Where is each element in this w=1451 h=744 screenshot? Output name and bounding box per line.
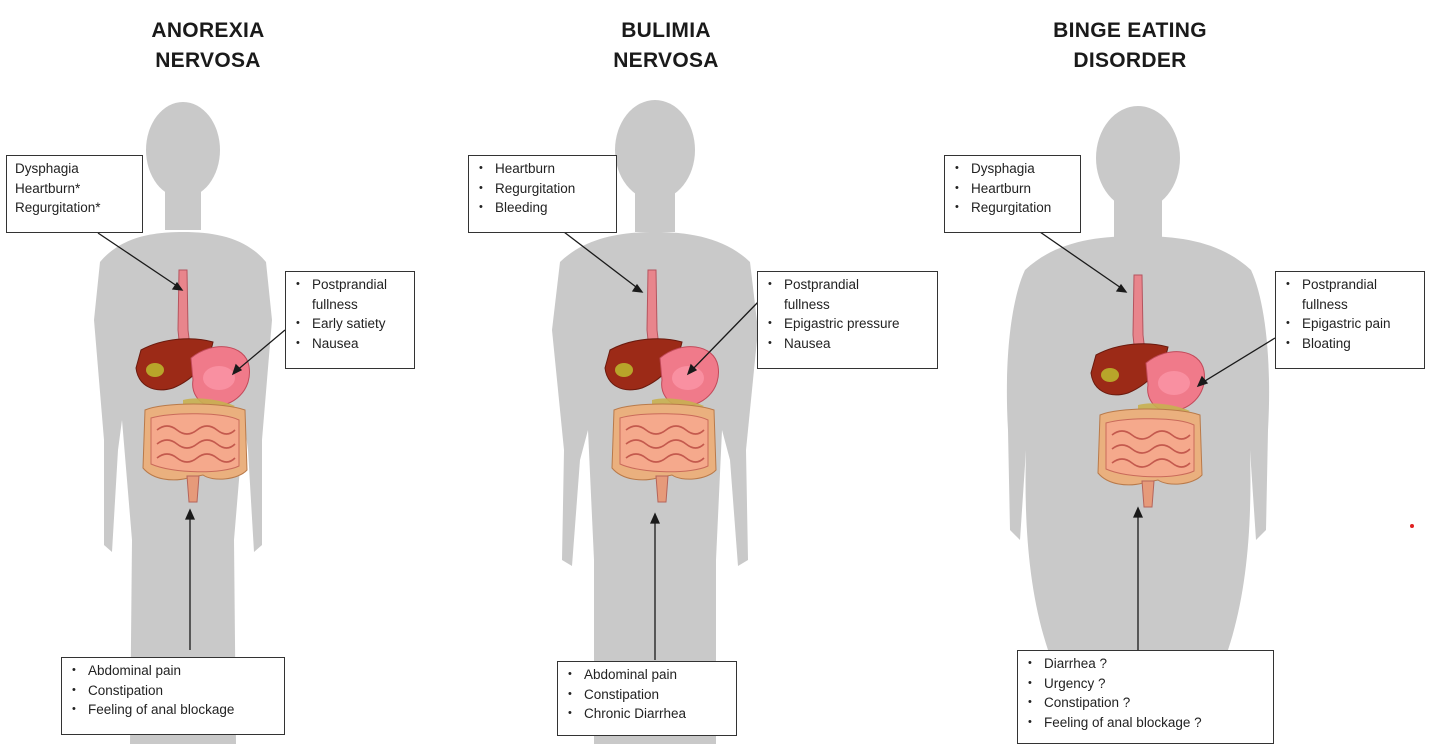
symptom-box-stomach-anorexia: Postprandial fullness Early satiety Naus… bbox=[285, 271, 415, 369]
symptom-box-lower-binge: Diarrhea ? Urgency ? Constipation ? Feel… bbox=[1017, 650, 1274, 744]
symptom-item: Feeling of anal blockage ? bbox=[1026, 713, 1265, 733]
symptom-item: Bloating bbox=[1284, 334, 1416, 354]
symptom-box-stomach-bulimia: Postprandial fullness Epigastric pressur… bbox=[757, 271, 938, 369]
symptom-item: Nausea bbox=[766, 334, 929, 354]
symptom-item: Heartburn* bbox=[15, 179, 134, 199]
symptom-box-upper-bulimia: Heartburn Regurgitation Bleeding bbox=[468, 155, 617, 233]
symptom-item: Abdominal pain bbox=[70, 661, 276, 681]
stray-red-dot bbox=[1410, 524, 1414, 528]
symptom-item: Epigastric pressure bbox=[766, 314, 929, 334]
symptom-item: Urgency ? bbox=[1026, 674, 1265, 694]
symptom-item: Constipation bbox=[70, 681, 276, 701]
symptom-item: Bleeding bbox=[477, 198, 608, 218]
symptom-item: Nausea bbox=[294, 334, 406, 354]
symptom-box-upper-binge: Dysphagia Heartburn Regurgitation bbox=[944, 155, 1081, 233]
symptom-item: Postprandial fullness bbox=[1284, 275, 1397, 314]
symptom-item: Heartburn bbox=[477, 159, 608, 179]
symptom-box-stomach-binge: Postprandial fullness Epigastric pain Bl… bbox=[1275, 271, 1425, 369]
symptom-item: Heartburn bbox=[953, 179, 1072, 199]
symptom-item: Epigastric pain bbox=[1284, 314, 1416, 334]
symptom-item: Regurgitation bbox=[477, 179, 608, 199]
symptom-item: Feeling of anal blockage bbox=[70, 700, 276, 720]
symptom-item: Abdominal pain bbox=[566, 665, 728, 685]
symptom-item: Regurgitation* bbox=[15, 198, 134, 218]
symptom-box-upper-anorexia: Dysphagia Heartburn* Regurgitation* bbox=[6, 155, 143, 233]
symptom-item: Postprandial fullness bbox=[766, 275, 879, 314]
symptom-box-lower-bulimia: Abdominal pain Constipation Chronic Diar… bbox=[557, 661, 737, 736]
symptom-item: Early satiety bbox=[294, 314, 406, 334]
symptom-item: Constipation ? bbox=[1026, 693, 1265, 713]
symptom-item: Chronic Diarrhea bbox=[566, 704, 728, 724]
symptom-item: Dysphagia bbox=[15, 159, 134, 179]
symptom-item: Regurgitation bbox=[953, 198, 1072, 218]
symptom-item: Postprandial fullness bbox=[294, 275, 407, 314]
symptom-item: Constipation bbox=[566, 685, 728, 705]
symptom-item: Dysphagia bbox=[953, 159, 1072, 179]
symptom-box-lower-anorexia: Abdominal pain Constipation Feeling of a… bbox=[61, 657, 285, 735]
symptom-item: Diarrhea ? bbox=[1026, 654, 1265, 674]
